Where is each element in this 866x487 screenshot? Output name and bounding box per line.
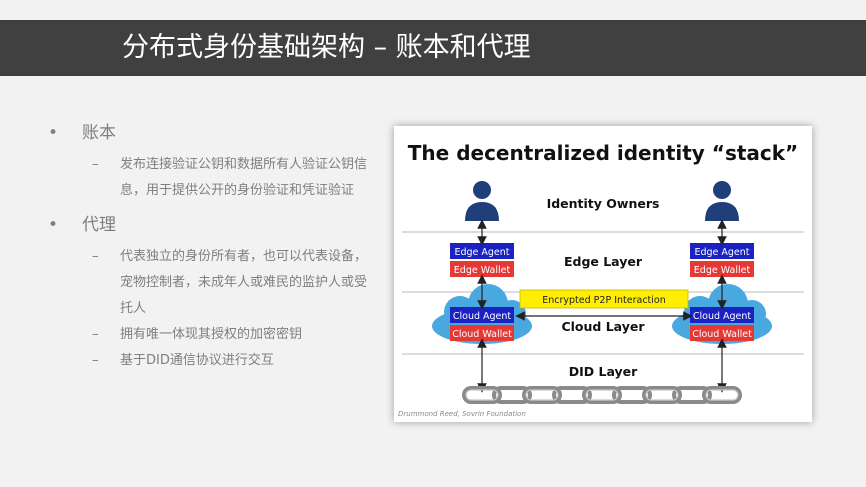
sub-bullet-text: 代表独立的身份所有者，也可以代表设备，宠物控制者，未成年人或难民的监护人或受托人 <box>120 249 368 316</box>
identity-stack-figure: The decentralized identity “stack” Ident… <box>394 126 812 422</box>
chain-highlight <box>465 389 739 401</box>
layer-label-did: DID Layer <box>569 364 638 379</box>
p2p-label: Encrypted P2P Interaction <box>542 295 666 306</box>
bullet-dot-icon: • <box>48 215 59 235</box>
bullet-label: 代理 <box>82 215 116 235</box>
sub-bullet: – 基于DID通信协议进行交互 <box>48 348 378 374</box>
edge-wallet-box <box>450 261 514 277</box>
edge-wallet-box <box>690 261 754 277</box>
layer-label-identity: Identity Owners <box>547 196 660 211</box>
bullet-label: 账本 <box>82 123 116 143</box>
cloud-agent-label: Cloud Agent <box>453 311 512 322</box>
dash-icon: – <box>92 157 99 172</box>
cloud-wallet-box <box>690 325 754 341</box>
edge-agent-label: Edge Agent <box>694 247 749 258</box>
p2p-box <box>519 289 689 309</box>
edge-agent-box <box>690 243 754 259</box>
cloud-agent-box <box>690 307 754 323</box>
cloud-agent-label: Cloud Agent <box>693 311 752 322</box>
dash-icon: – <box>92 249 99 264</box>
edge-agent-label: Edge Agent <box>454 247 509 258</box>
layer-label-edge: Edge Layer <box>564 254 643 269</box>
bullet-list: • 账本 – 发布连接验证公钥和数据所有人验证公钥信息，用于提供公开的身份验证和凭证… <box>48 118 378 374</box>
edge-wallet-label: Edge Wallet <box>694 265 751 276</box>
dash-icon: – <box>92 327 99 342</box>
bullet-ledger: • 账本 <box>48 118 378 148</box>
bullet-dot-icon: • <box>48 123 59 143</box>
cloud-agent-box <box>450 307 514 323</box>
sub-bullet: – 代表独立的身份所有者，也可以代表设备，宠物控制者，未成年人或难民的监护人或受托… <box>48 244 378 322</box>
bullet-agent: • 代理 <box>48 210 378 240</box>
figure-title: The decentralized identity “stack” <box>408 141 798 165</box>
chain-icon <box>462 386 742 404</box>
person-icon-left <box>465 181 499 221</box>
figure-credit: Drummond Reed, Sovrin Foundation <box>398 410 526 418</box>
sub-bullet-text: 发布连接验证公钥和数据所有人验证公钥信息，用于提供公开的身份验证和凭证验证 <box>120 157 368 198</box>
edge-agent-box <box>450 243 514 259</box>
sub-bullet-text: 拥有唯一体现其授权的加密密钥 <box>120 327 303 342</box>
sub-bullet-text: 基于DID通信协议进行交互 <box>120 353 274 368</box>
title-bar: 分布式身份基础架构 – 账本和代理 <box>0 20 866 76</box>
sub-bullet: – 拥有唯一体现其授权的加密密钥 <box>48 322 378 348</box>
sub-bullet: – 发布连接验证公钥和数据所有人验证公钥信息，用于提供公开的身份验证和凭证验证 <box>48 152 378 204</box>
edge-wallet-label: Edge Wallet <box>454 265 511 276</box>
slide-title: 分布式身份基础架构 – 账本和代理 <box>122 32 531 63</box>
person-icon-right <box>705 181 739 221</box>
layer-label-cloud: Cloud Layer <box>561 319 645 334</box>
cloud-wallet-box <box>450 325 514 341</box>
cloud-wallet-label: Cloud Wallet <box>452 329 512 340</box>
dash-icon: – <box>92 353 99 368</box>
stack-diagram: The decentralized identity “stack” Ident… <box>398 141 804 418</box>
cloud-wallet-label: Cloud Wallet <box>692 329 752 340</box>
